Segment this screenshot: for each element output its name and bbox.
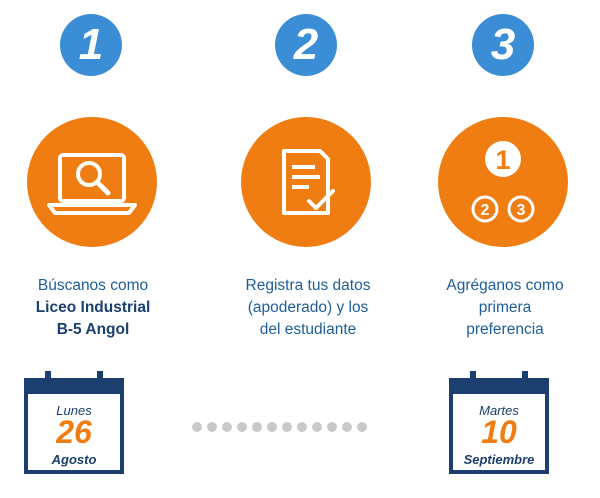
connector-dot <box>207 422 217 432</box>
step-2-number: 2 <box>293 20 319 69</box>
step-3-line-2: primera <box>478 299 532 316</box>
connector-dot <box>237 422 247 432</box>
calendar-2-month: Septiembre <box>463 452 535 467</box>
step-2-line-2: (apoderado) y los <box>247 299 369 316</box>
step-3-line-3: preferencia <box>466 321 544 338</box>
connector-dot <box>252 422 262 432</box>
calendar-1-date: 26 <box>56 414 92 450</box>
connector-dot <box>222 422 232 432</box>
calendar-icon <box>24 371 124 474</box>
connector-dot <box>267 422 277 432</box>
connector-dot <box>297 422 307 432</box>
form-check-icon <box>282 149 335 215</box>
calendar-2-date: 10 <box>481 414 517 450</box>
step-1-number: 1 <box>78 20 104 69</box>
step-2-line-3: del estudiante <box>259 321 357 338</box>
step-1-line-2: Liceo Industrial <box>35 299 151 316</box>
connector-dot <box>342 422 352 432</box>
step-1-icon-circle <box>27 117 157 247</box>
step-2-icon-circle <box>241 117 371 247</box>
step-2-number-badge: 2 <box>275 14 337 76</box>
calendar-1-weekday: Lunes <box>56 403 92 418</box>
step-1-number-badge: 1 <box>60 14 122 76</box>
calendar-1-month: Agosto <box>51 452 97 467</box>
step-2-text: Registra tus datos (apoderado) y los del… <box>223 275 393 341</box>
rank-third-number: 3 <box>517 202 526 219</box>
ranking-123-icon: 1 2 3 <box>471 141 535 223</box>
calendar-icon <box>449 371 549 474</box>
dotted-connector <box>192 422 372 436</box>
step-2-line-1: Registra tus datos <box>245 277 371 294</box>
step-3-line-1: Agréganos como <box>446 277 564 294</box>
step-1-line-1: Búscanos como <box>37 277 149 294</box>
step-3-number: 3 <box>490 20 516 69</box>
connector-dot <box>312 422 322 432</box>
calendar-2-weekday: Martes <box>479 403 519 418</box>
step-3-text: Agréganos como primera preferencia <box>420 275 590 341</box>
connector-dot <box>282 422 292 432</box>
rank-first-number: 1 <box>495 145 510 175</box>
connector-dot <box>192 422 202 432</box>
step-1-line-3: B-5 Angol <box>56 321 130 338</box>
calendar-start-date: Lunes 26 Agosto <box>24 370 139 480</box>
step-3-number-badge: 3 <box>472 14 534 76</box>
connector-dot <box>357 422 367 432</box>
connector-dot <box>327 422 337 432</box>
calendar-end-date: Martes 10 Septiembre <box>449 370 564 480</box>
laptop-search-icon <box>47 153 137 215</box>
rank-second-number: 2 <box>481 202 490 219</box>
step-3-icon-circle: 1 2 3 <box>438 117 568 247</box>
step-1-text: Búscanos como Liceo Industrial B-5 Angol <box>8 275 178 341</box>
